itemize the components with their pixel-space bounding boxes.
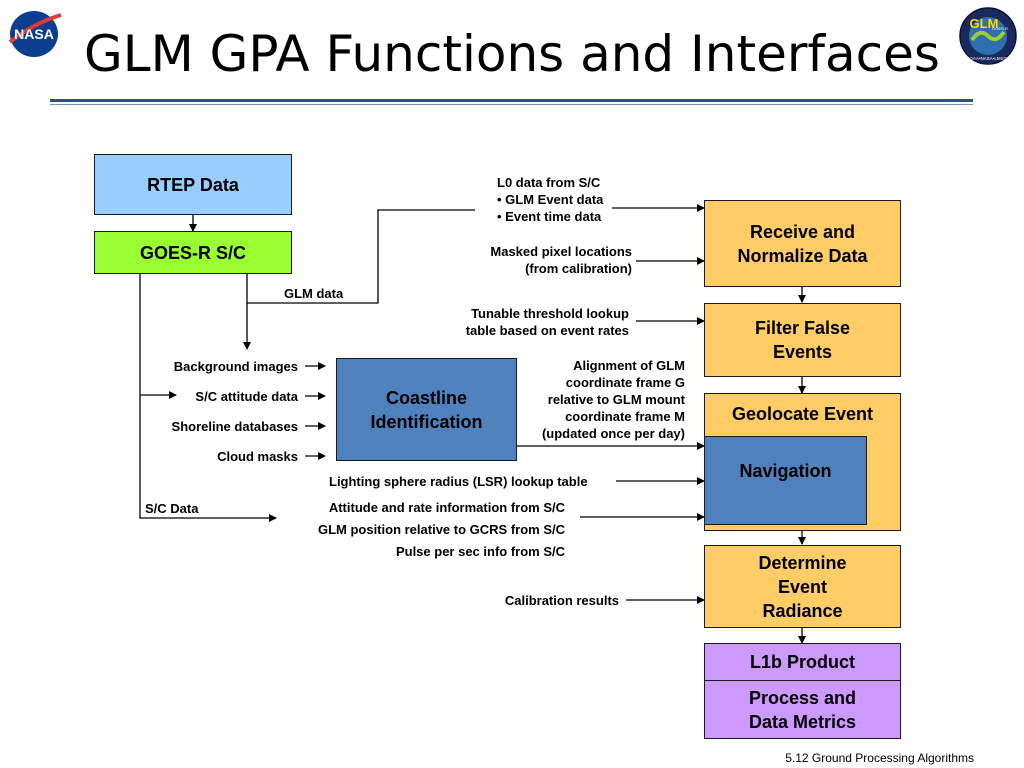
align-line4: coordinate frame M — [565, 409, 685, 424]
rtep-data-box: RTEP Data — [94, 154, 292, 215]
l1b-product-box: L1b Product — [704, 643, 901, 681]
coastline-identification-box: Coastline Identification — [336, 358, 517, 461]
tunable-line2: table based on event rates — [465, 323, 629, 338]
rtep-data-label: RTEP Data — [147, 174, 239, 195]
title-divider — [50, 99, 973, 102]
glm-logo-ring: NOAA•NASA•LMSSC — [966, 56, 1010, 61]
glm-logo-badge: GOES-R — [992, 26, 1008, 31]
l0-data-label: L0 data from S/C • GLM Event data • Even… — [497, 174, 603, 225]
goes-sc-box: GOES-R S/C — [94, 231, 292, 274]
sc-attitude-label: S/C attitude data — [195, 389, 298, 404]
glm-position-label: GLM position relative to GCRS from S/C — [317, 522, 565, 537]
l0-line2: • GLM Event data — [497, 192, 604, 207]
receive-normalize-label: Receive and Normalize Data — [737, 221, 868, 266]
masked-line1: Masked pixel locations — [490, 244, 632, 259]
pulse-per-sec-label: Pulse per sec info from S/C — [395, 544, 565, 559]
align-line5: (updated once per day) — [541, 426, 685, 441]
align-line2: coordinate frame G — [565, 375, 685, 390]
nasa-logo-text: NASA — [14, 26, 54, 42]
l0-line1: L0 data from S/C — [497, 175, 601, 190]
receive-normalize-box: Receive and Normalize Data — [704, 200, 901, 287]
lsr-lookup-label: Lighting sphere radius (LSR) lookup tabl… — [329, 474, 588, 489]
determine-event-radiance-label: Determine Event Radiance — [758, 552, 847, 621]
glm-logo: GLM GOES-R NOAA•NASA•LMSSC — [958, 6, 1018, 66]
filter-false-events-box: Filter False Events — [704, 303, 901, 377]
alignment-label: Alignment of GLM coordinate frame G rela… — [542, 357, 685, 442]
process-data-metrics-label: Process and Data Metrics — [748, 687, 857, 732]
shoreline-databases-label: Shoreline databases — [171, 419, 298, 434]
process-data-metrics-box: Process and Data Metrics — [704, 680, 901, 739]
title-divider-thin — [50, 104, 973, 105]
calibration-results-label: Calibration results — [504, 593, 619, 608]
sc-data-label: S/C Data — [145, 501, 199, 516]
align-line3: relative to GLM mount — [547, 392, 685, 407]
navigation-box: Navigation — [704, 436, 867, 525]
l1b-product-label: L1b Product — [749, 652, 855, 672]
goes-sc-label: GOES-R S/C — [139, 242, 246, 263]
attitude-rate-label: Attitude and rate information from S/C — [328, 500, 565, 515]
l0-line3: • Event time data — [497, 209, 602, 224]
cloud-masks-label: Cloud masks — [217, 449, 298, 464]
masked-pixel-label: Masked pixel locations (from calibration… — [490, 243, 632, 277]
tunable-line1: Tunable threshold lookup — [471, 306, 629, 321]
tunable-threshold-label: Tunable threshold lookup table based on … — [466, 305, 629, 339]
geolocate-event-label: Geolocate Event — [731, 404, 874, 424]
masked-line2: (from calibration) — [525, 261, 632, 276]
filter-false-events-label: Filter False Events — [754, 318, 851, 362]
glm-logo-text: GLM — [970, 16, 999, 31]
nasa-logo: NASA — [6, 9, 62, 59]
slide-footer: 5.12 Ground Processing Algorithms — [785, 751, 974, 765]
glm-data-label: GLM data — [284, 286, 344, 301]
navigation-label: Navigation — [739, 461, 832, 481]
coastline-identification-label: Coastline Identification — [370, 387, 483, 432]
slide-title: GLM GPA Functions and Interfaces — [84, 25, 940, 83]
background-images-label: Background images — [173, 359, 298, 374]
align-line1: Alignment of GLM — [573, 358, 685, 373]
determine-event-radiance-box: Determine Event Radiance — [704, 545, 901, 628]
